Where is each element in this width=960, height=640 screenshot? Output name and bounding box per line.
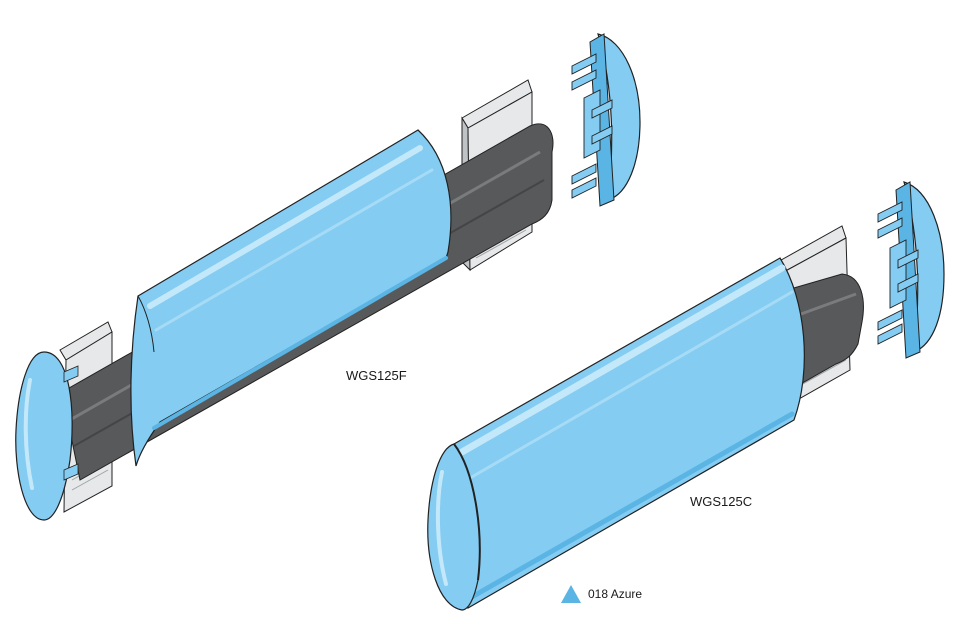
wgs125f-assembly: [15, 33, 641, 521]
wgs125f-cover-sleeve: [130, 129, 452, 467]
triangle-swatch-icon: [561, 585, 581, 603]
wgs125c-assembly: [427, 181, 945, 611]
wgs125f-label: WGS125F: [346, 368, 407, 383]
color-legend: 018 Azure: [560, 584, 642, 604]
wgs125c-end-cap-far: [877, 181, 945, 359]
wgs125f-end-cap-far: [571, 33, 641, 207]
wgs125f-end-cap-near: [15, 351, 79, 521]
wgs125c-end-cap-near: [427, 443, 481, 611]
wgs125c-label: WGS125C: [690, 494, 753, 509]
legend-color-label: 018 Azure: [588, 587, 643, 601]
wgs125c-cover-sleeve: [453, 257, 805, 609]
